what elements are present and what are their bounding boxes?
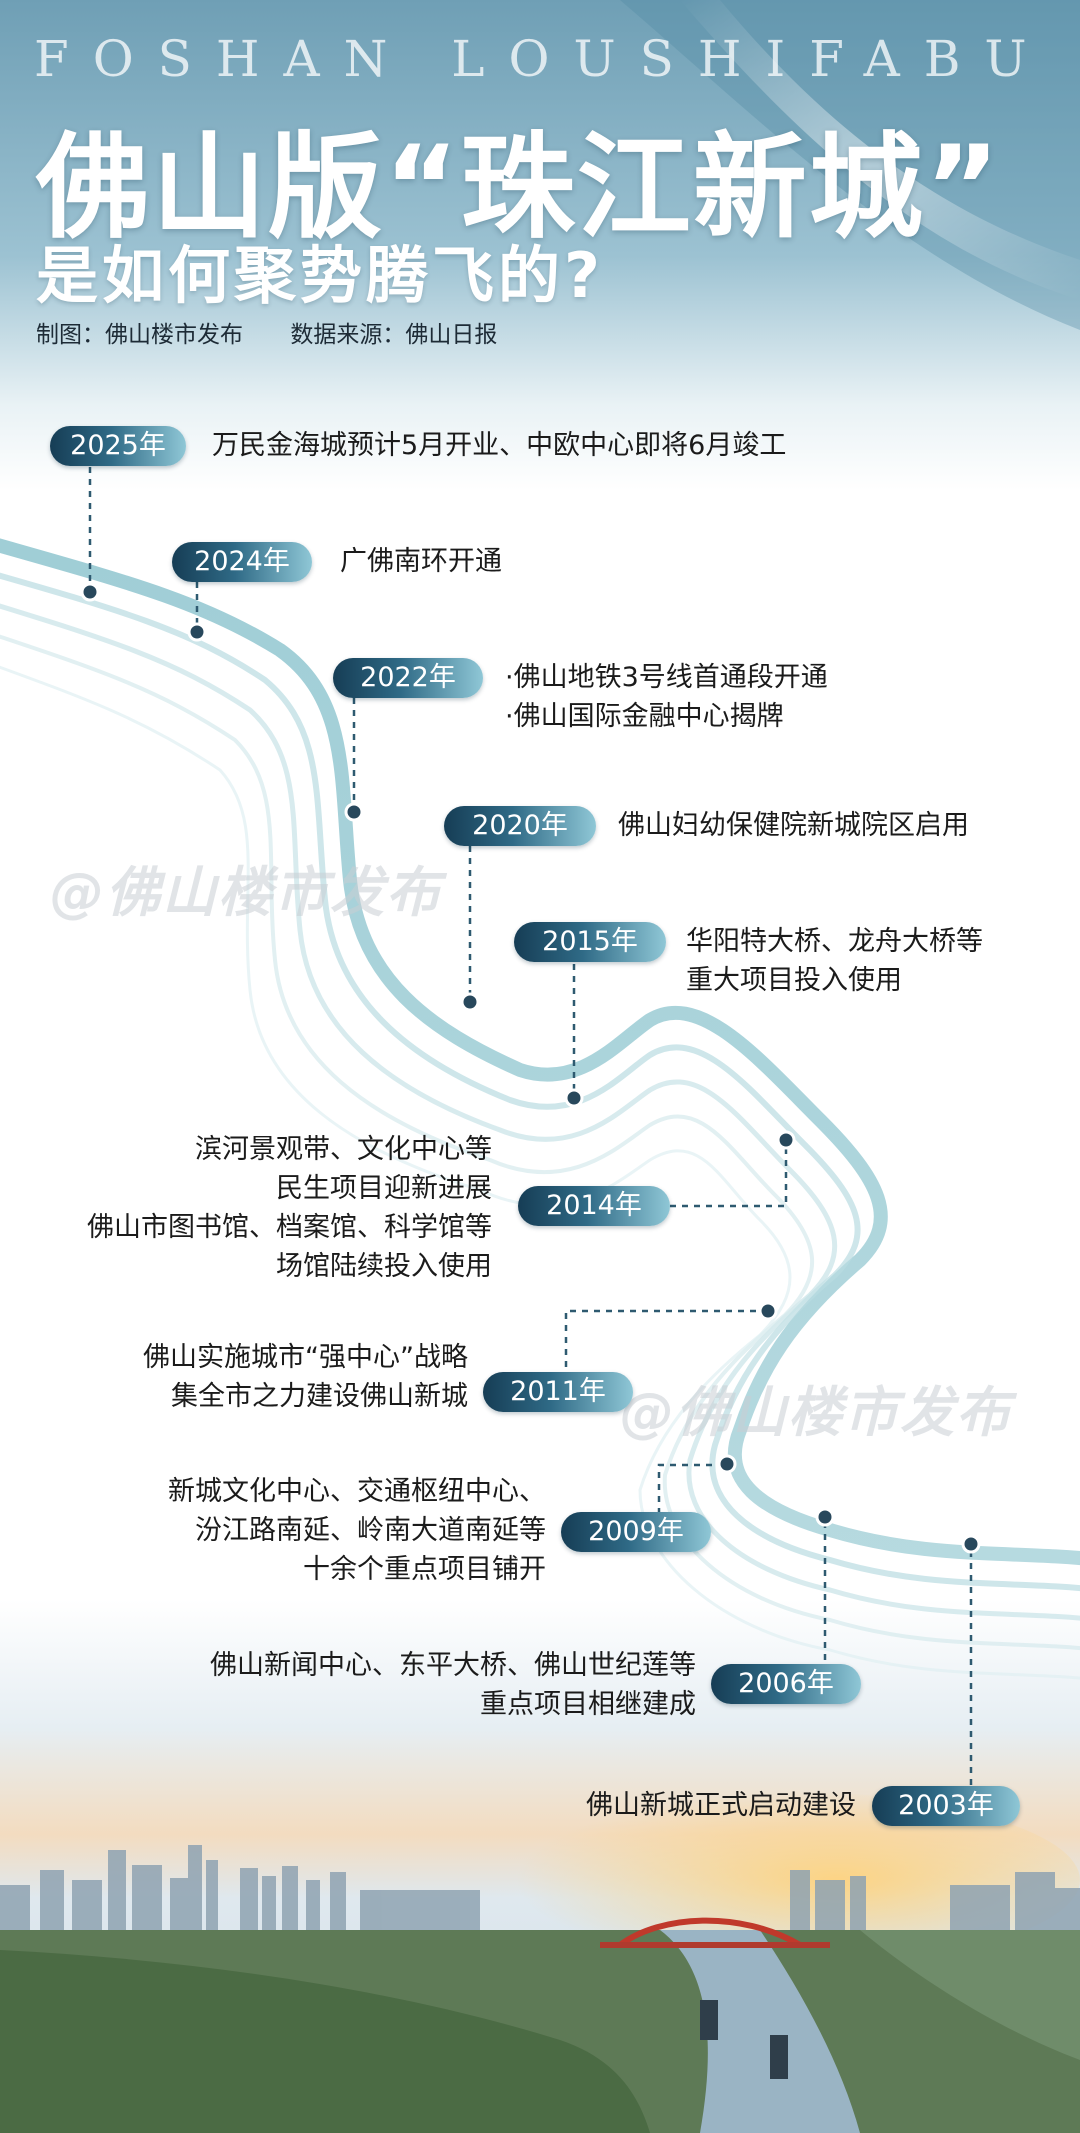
timeline-dot	[717, 1454, 737, 1474]
event-2022: ·佛山地铁3号线首通段开通 ·佛山国际金融中心揭牌	[505, 658, 828, 736]
credit-source: 数据来源：佛山日报	[290, 322, 498, 348]
event-line: ·佛山国际金融中心揭牌	[505, 701, 784, 732]
year-badge-2024: 2024年	[172, 542, 312, 582]
event-line: 民生项目迎新进展	[276, 1173, 492, 1204]
event-line: 场馆陆续投入使用	[276, 1251, 492, 1282]
event-2025: 万民金海城预计5月开业、中欧中心即将6月竣工	[212, 426, 786, 465]
event-line: 集全市之力建设佛山新城	[171, 1381, 468, 1412]
event-2024: 广佛南环开通	[340, 542, 502, 581]
event-line: 汾江路南延、岭南大道南延等	[195, 1515, 546, 1546]
timeline-dot	[187, 622, 207, 642]
year-badge-2014: 2014年	[518, 1186, 670, 1226]
year-badge-2006: 2006年	[711, 1664, 861, 1704]
event-2015: 华阳特大桥、龙舟大桥等 重大项目投入使用	[686, 922, 983, 1000]
timeline-dot	[776, 1130, 796, 1150]
timeline-dot	[961, 1534, 981, 1554]
timeline-dot	[564, 1088, 584, 1108]
event-line: 万民金海城预计5月开业、中欧中心即将6月竣工	[212, 430, 787, 461]
credits: 制图：佛山楼市发布 数据来源：佛山日报	[36, 315, 537, 349]
timeline-dot	[758, 1301, 778, 1321]
page-subtitle: 是如何聚势腾飞的?	[36, 239, 604, 312]
event-2020: 佛山妇幼保健院新城院区启用	[618, 806, 969, 845]
event-line: 新城文化中心、交通枢纽中心、	[168, 1476, 546, 1507]
year-badge-2025: 2025年	[50, 426, 186, 466]
event-line: 华阳特大桥、龙舟大桥等	[686, 926, 983, 957]
watermark: @佛山楼市发布	[50, 861, 442, 924]
event-line: 十余个重点项目铺开	[303, 1554, 546, 1585]
event-2011: 佛山实施城市“强中心”战略 集全市之力建设佛山新城	[143, 1338, 468, 1416]
event-line: 重点项目相继建成	[480, 1689, 696, 1720]
timeline-dot	[815, 1507, 835, 1527]
year-badge-2020: 2020年	[444, 806, 596, 846]
event-2009: 新城文化中心、交通枢纽中心、 汾江路南延、岭南大道南延等 十余个重点项目铺开	[168, 1472, 546, 1589]
event-line: 广佛南环开通	[340, 546, 502, 577]
event-line: 重大项目投入使用	[686, 965, 902, 996]
credit-maker: 制图：佛山楼市发布	[36, 322, 243, 348]
year-badge-2009: 2009年	[561, 1512, 711, 1552]
timeline-dot	[80, 582, 100, 602]
watermark: @佛山楼市发布	[620, 1381, 1012, 1444]
event-line: 佛山实施城市“强中心”战略	[143, 1342, 468, 1373]
year-badge-2003: 2003年	[872, 1786, 1020, 1826]
event-2014: 滨河景观带、文化中心等 民生项目迎新进展 佛山市图书馆、档案馆、科学馆等 场馆陆…	[87, 1130, 492, 1286]
event-line: 滨河景观带、文化中心等	[195, 1134, 492, 1165]
event-line: ·佛山地铁3号线首通段开通	[505, 662, 828, 693]
event-line: 佛山新城正式启动建设	[586, 1790, 856, 1821]
event-line: 佛山市图书馆、档案馆、科学馆等	[87, 1212, 492, 1243]
timeline-dot	[344, 802, 364, 822]
year-badge-2015: 2015年	[514, 922, 666, 962]
event-line: 佛山妇幼保健院新城院区启用	[618, 810, 969, 841]
event-line: 佛山新闻中心、东平大桥、佛山世纪莲等	[210, 1650, 696, 1681]
event-2006: 佛山新闻中心、东平大桥、佛山世纪莲等 重点项目相继建成	[210, 1646, 696, 1724]
timeline-dot	[460, 992, 480, 1012]
year-badge-2011: 2011年	[483, 1372, 633, 1412]
year-badge-2022: 2022年	[333, 658, 483, 698]
header-banner: FOSHAN LOUSHIFABU	[34, 30, 1051, 88]
page-title: 佛山版“珠江新城”	[36, 121, 1002, 254]
event-2003: 佛山新城正式启动建设	[586, 1786, 856, 1825]
